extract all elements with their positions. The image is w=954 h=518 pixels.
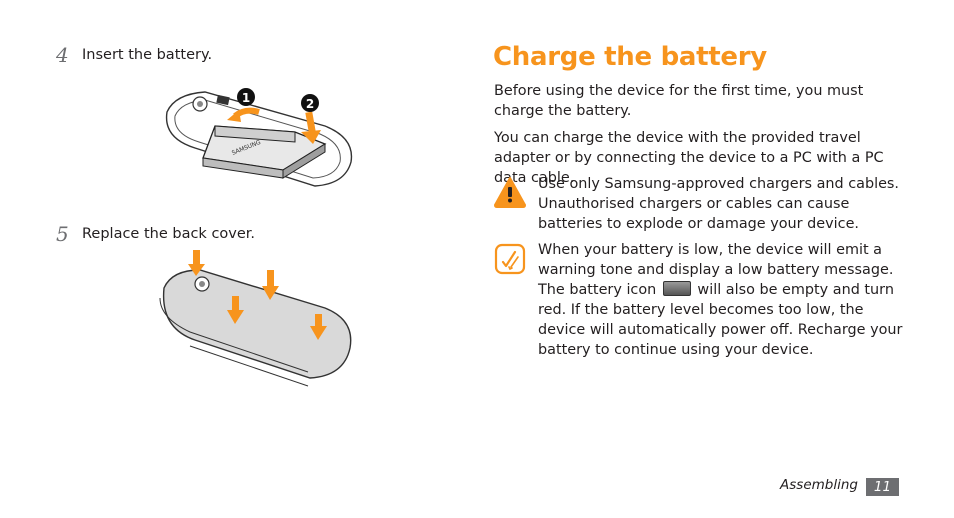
arrow-2 bbox=[305, 111, 317, 135]
charging-paragraph: You can charge the device with the provi… bbox=[494, 130, 884, 186]
step-4: 4 Insert the battery. bbox=[56, 45, 212, 65]
back-cover-illustration bbox=[159, 250, 352, 387]
down-arrows bbox=[188, 250, 327, 340]
warning-text: Use only Samsung-approved chargers and c… bbox=[538, 176, 900, 232]
battery-icon bbox=[662, 281, 691, 296]
svg-text:2: 2 bbox=[306, 97, 314, 111]
note-text: When your battery is low, the device wil… bbox=[538, 240, 903, 360]
step-number: 5 bbox=[56, 222, 69, 246]
note-icon bbox=[494, 243, 526, 275]
footer-section-label: Assembling bbox=[780, 477, 858, 493]
callout-1 bbox=[237, 88, 255, 106]
battery-insert-illustration: SAMSUNG 1 2 bbox=[165, 88, 353, 187]
intro-paragraph: Before using the device for the first ti… bbox=[494, 83, 864, 119]
step-text: Replace the back cover. bbox=[82, 226, 256, 242]
warning-icon bbox=[494, 177, 526, 208]
step-5: 5 Replace the back cover. bbox=[56, 224, 255, 244]
callout-2 bbox=[301, 94, 319, 112]
note-text-after: will also be empty and turn red. If the … bbox=[538, 282, 903, 358]
note-text-before: When your battery is low, the device wil… bbox=[538, 242, 894, 298]
section-title: Charge the battery bbox=[493, 42, 767, 72]
page-number: 11 bbox=[866, 478, 899, 496]
svg-text:1: 1 bbox=[242, 91, 250, 105]
step-number: 4 bbox=[56, 43, 69, 67]
back-cover-shape bbox=[162, 269, 352, 379]
battery-shape: SAMSUNG bbox=[202, 125, 327, 179]
step-text: Insert the battery. bbox=[82, 47, 213, 63]
